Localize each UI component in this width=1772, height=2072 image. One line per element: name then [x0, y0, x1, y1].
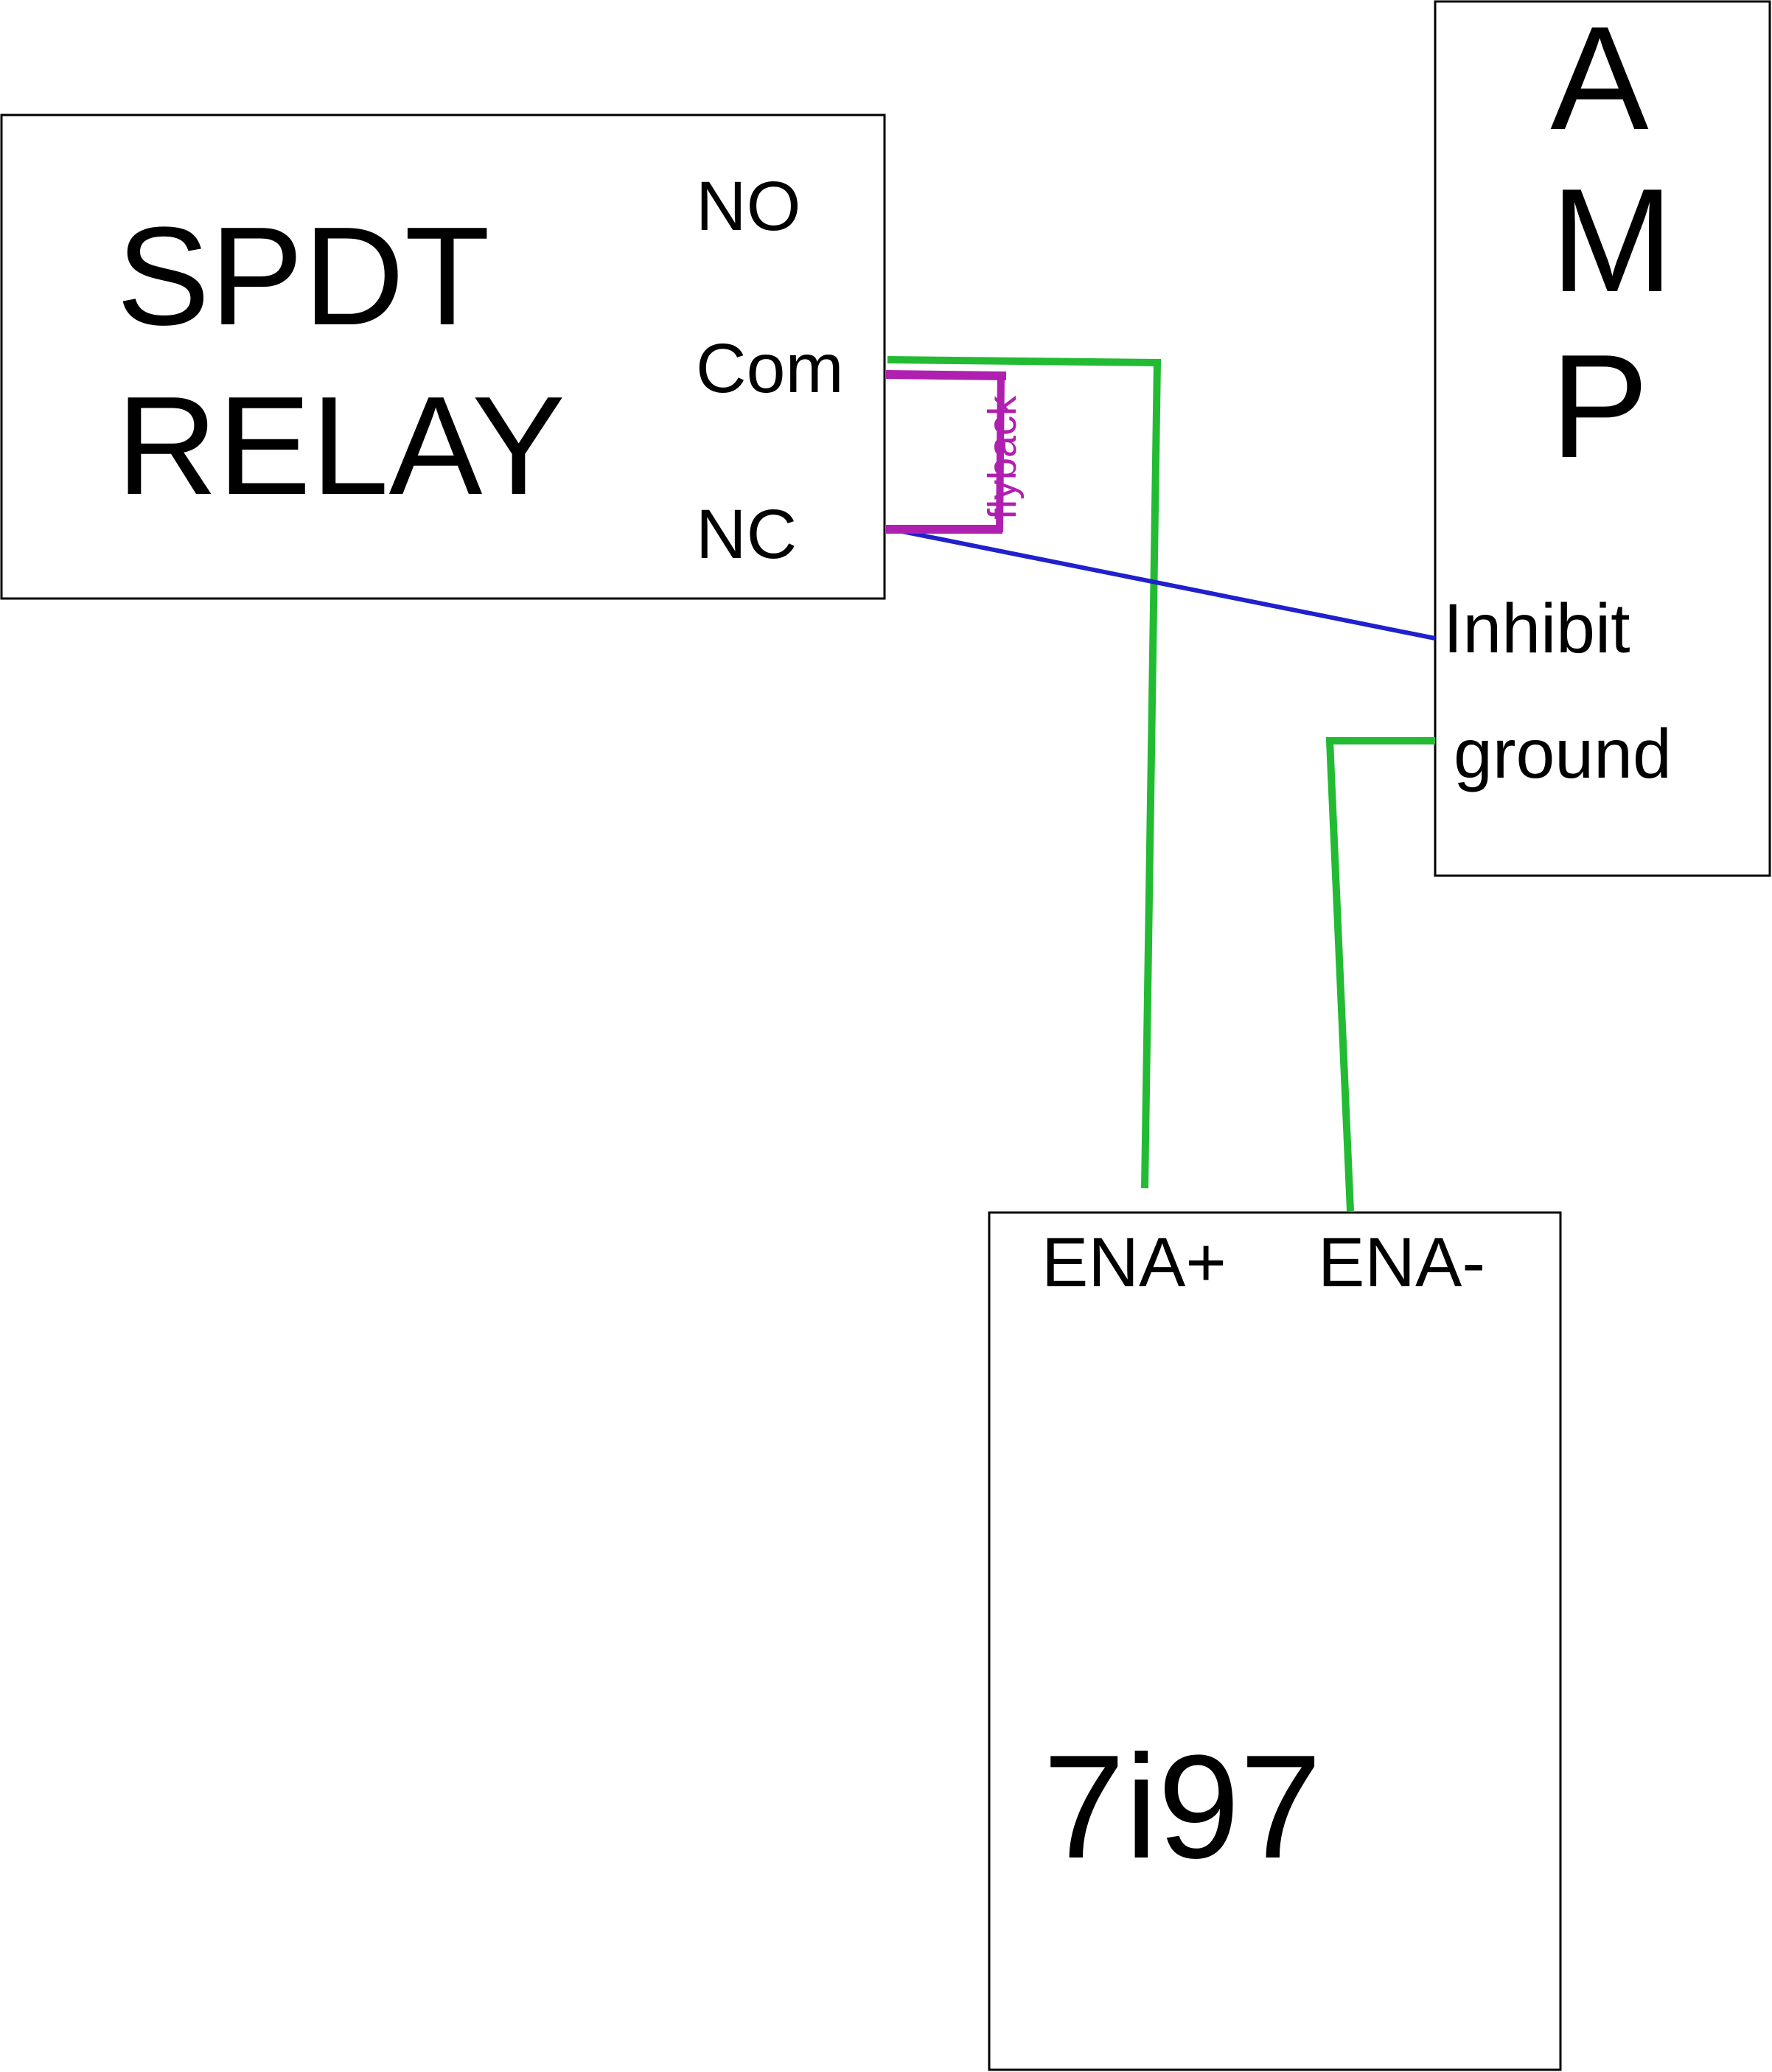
board-name: 7i97 [1043, 1725, 1322, 1889]
flyback-body [996, 372, 1005, 533]
relay-pin-com: Com [696, 329, 844, 408]
flyback-diode: flyback [885, 370, 1025, 534]
flyback-label: flyback [980, 395, 1025, 520]
wire-ground-to-ena-minus [1325, 737, 1435, 1212]
flyback-lead-top [885, 370, 1007, 380]
amp-block: A M P Inhibit ground [1434, 0, 1771, 877]
board-pin-ena-plus: ENA+ [1042, 1224, 1227, 1302]
wire-nc-to-inhibit [887, 526, 1436, 641]
board-pin-ena-minus: ENA- [1318, 1224, 1485, 1302]
relay-title-line1: SPDT [116, 198, 490, 355]
relay-title-line2: RELAY [116, 368, 565, 524]
amp-letter-a: A [1550, 0, 1649, 161]
relay-block: SPDT RELAY NO Com NC [0, 114, 886, 600]
amp-letter-p: P [1550, 324, 1648, 489]
board-block: ENA+ ENA- 7i97 [988, 1211, 1562, 2071]
amp-pin-inhibit: Inhibit [1443, 590, 1630, 668]
wires [887, 356, 1436, 1212]
wire-com-to-ena-plus [887, 356, 1162, 1189]
relay-box [0, 114, 886, 600]
board-box [988, 1211, 1562, 2071]
amp-letter-m: M [1551, 158, 1674, 323]
relay-pin-no: NO [696, 167, 801, 245]
relay-pin-nc: NC [696, 495, 797, 573]
amp-pin-ground: ground [1454, 715, 1672, 793]
amp-box [1434, 0, 1771, 877]
